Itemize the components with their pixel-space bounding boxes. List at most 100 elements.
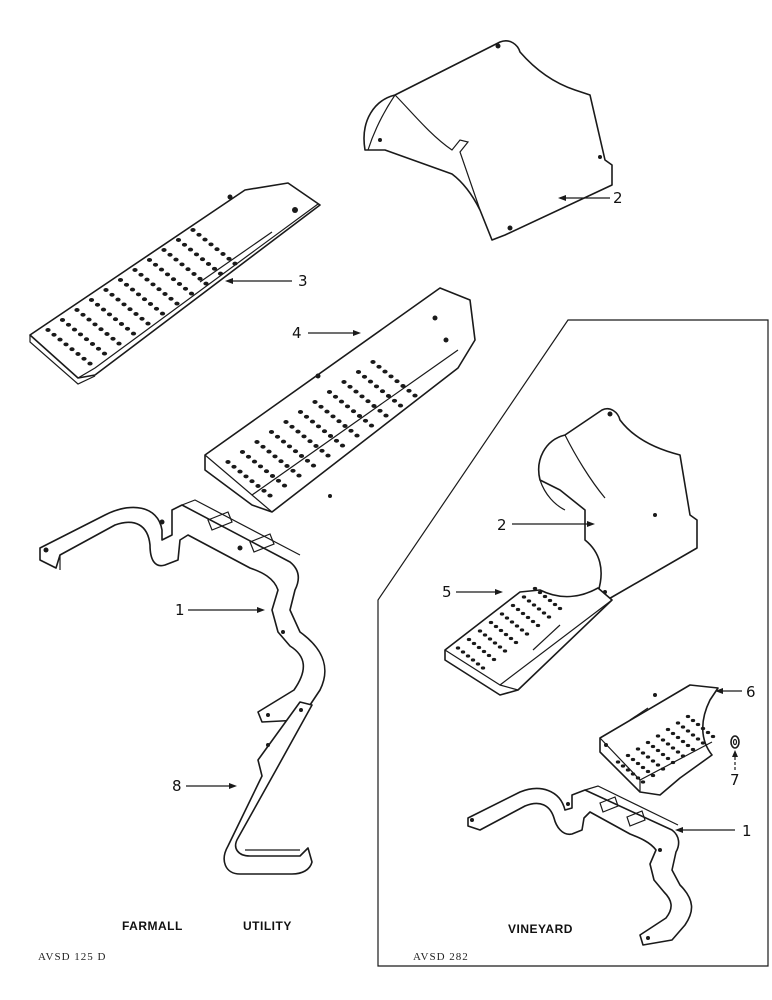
perforation-hole — [325, 453, 331, 458]
perforation-hole — [59, 318, 66, 322]
perforation-hole — [278, 459, 284, 464]
perforation-hole — [477, 629, 483, 633]
perforation-hole — [355, 370, 362, 374]
perforation-hole — [532, 586, 538, 591]
perforation-hole — [640, 780, 646, 784]
perforation-hole — [86, 317, 92, 322]
perforation-hole — [150, 282, 156, 287]
perforation-hole — [263, 469, 270, 474]
perforation-hole — [695, 737, 701, 741]
perforation-hole — [625, 753, 631, 758]
perforation-hole — [88, 298, 95, 302]
perforation-hole — [481, 649, 487, 654]
perforation-hole — [257, 464, 264, 469]
perforation-hole — [640, 751, 646, 755]
perforation-hole — [112, 317, 119, 322]
perforation-hole — [138, 272, 144, 277]
perforation-hole — [625, 768, 631, 772]
inset-frame — [377, 319, 769, 967]
perforation-hole — [690, 733, 696, 737]
perforation-hole — [274, 434, 281, 439]
perforation-hole — [333, 438, 340, 443]
perforation-hole — [645, 755, 651, 759]
perforation-hole — [499, 612, 505, 616]
perforation-hole — [700, 726, 706, 731]
perforation-hole — [470, 658, 476, 662]
perforation-hole — [680, 725, 686, 729]
perforation-hole — [106, 312, 113, 317]
perforation-hole — [330, 414, 336, 419]
perforation-hole — [268, 430, 275, 434]
perforation-hole — [526, 599, 532, 603]
perforation-hole — [161, 248, 167, 252]
perforation-hole — [327, 434, 334, 438]
perforation-hole — [397, 403, 404, 408]
perforation-hole — [336, 419, 342, 424]
callout-inset-1: 1 — [742, 822, 752, 840]
perforation-hole — [135, 292, 142, 297]
perforation-hole — [385, 394, 392, 398]
perforation-hole — [536, 607, 542, 611]
perforation-hole — [69, 347, 75, 352]
callout-upper-2: 2 — [613, 189, 623, 207]
caption-utility: UTILITY — [243, 919, 292, 933]
perforation-hole — [312, 400, 318, 404]
perforation-hole — [655, 748, 661, 753]
perforation-hole — [695, 722, 701, 727]
perforation-hole — [382, 369, 388, 374]
perforation-hole — [515, 607, 521, 612]
callout-3: 3 — [298, 272, 308, 290]
perforation-hole — [98, 327, 104, 332]
perforation-hole — [344, 404, 351, 409]
perforation-hole — [498, 628, 504, 633]
perforation-hole — [260, 444, 266, 449]
part-4-step-plate — [204, 287, 476, 513]
perforation-hole — [315, 424, 322, 429]
perforation-hole — [190, 228, 196, 232]
perforation-hole — [690, 747, 696, 752]
perforation-hole — [475, 662, 481, 666]
perforation-hole — [373, 384, 380, 389]
perforation-hole — [289, 424, 295, 429]
perforation-hole — [535, 623, 541, 628]
perforation-hole — [74, 308, 80, 312]
part-7-nut — [730, 735, 740, 749]
part-5-step-plate — [444, 586, 613, 696]
perforation-hole — [167, 252, 173, 257]
perforation-hole — [123, 282, 130, 287]
perforation-hole — [162, 292, 168, 296]
perforation-hole — [145, 321, 151, 326]
perforation-hole — [129, 287, 136, 292]
perforation-hole — [104, 332, 110, 336]
perforation-hole — [502, 649, 508, 653]
part-2-shield-upper — [363, 40, 613, 241]
perforation-hole — [116, 341, 122, 346]
perforation-hole — [310, 463, 317, 468]
perforation-hole — [208, 242, 214, 247]
perforation-hole — [406, 388, 412, 393]
perforation-hole — [466, 637, 472, 642]
perforation-hole — [350, 409, 357, 414]
perforation-hole — [164, 272, 171, 277]
callout-4: 4 — [292, 324, 302, 342]
perforation-hole — [370, 360, 376, 364]
perforation-hole — [275, 478, 282, 483]
perforation-hole — [685, 743, 691, 748]
perforation-hole — [342, 424, 348, 428]
perforation-hole — [255, 484, 261, 488]
perforation-hole — [267, 493, 273, 498]
perforation-hole — [286, 444, 293, 449]
perforation-hole — [391, 398, 398, 403]
perforation-hole — [368, 423, 375, 428]
perforation-hole — [307, 439, 313, 444]
perforation-hole — [645, 740, 651, 745]
perforation-hole — [296, 473, 302, 478]
perforation-hole — [71, 327, 78, 332]
part-6-perforations — [615, 714, 716, 784]
perforation-hole — [530, 619, 536, 624]
perforation-hole — [231, 464, 237, 469]
perforation-hole — [298, 454, 305, 458]
perforation-hole — [670, 760, 676, 765]
perforation-hole — [57, 337, 63, 342]
